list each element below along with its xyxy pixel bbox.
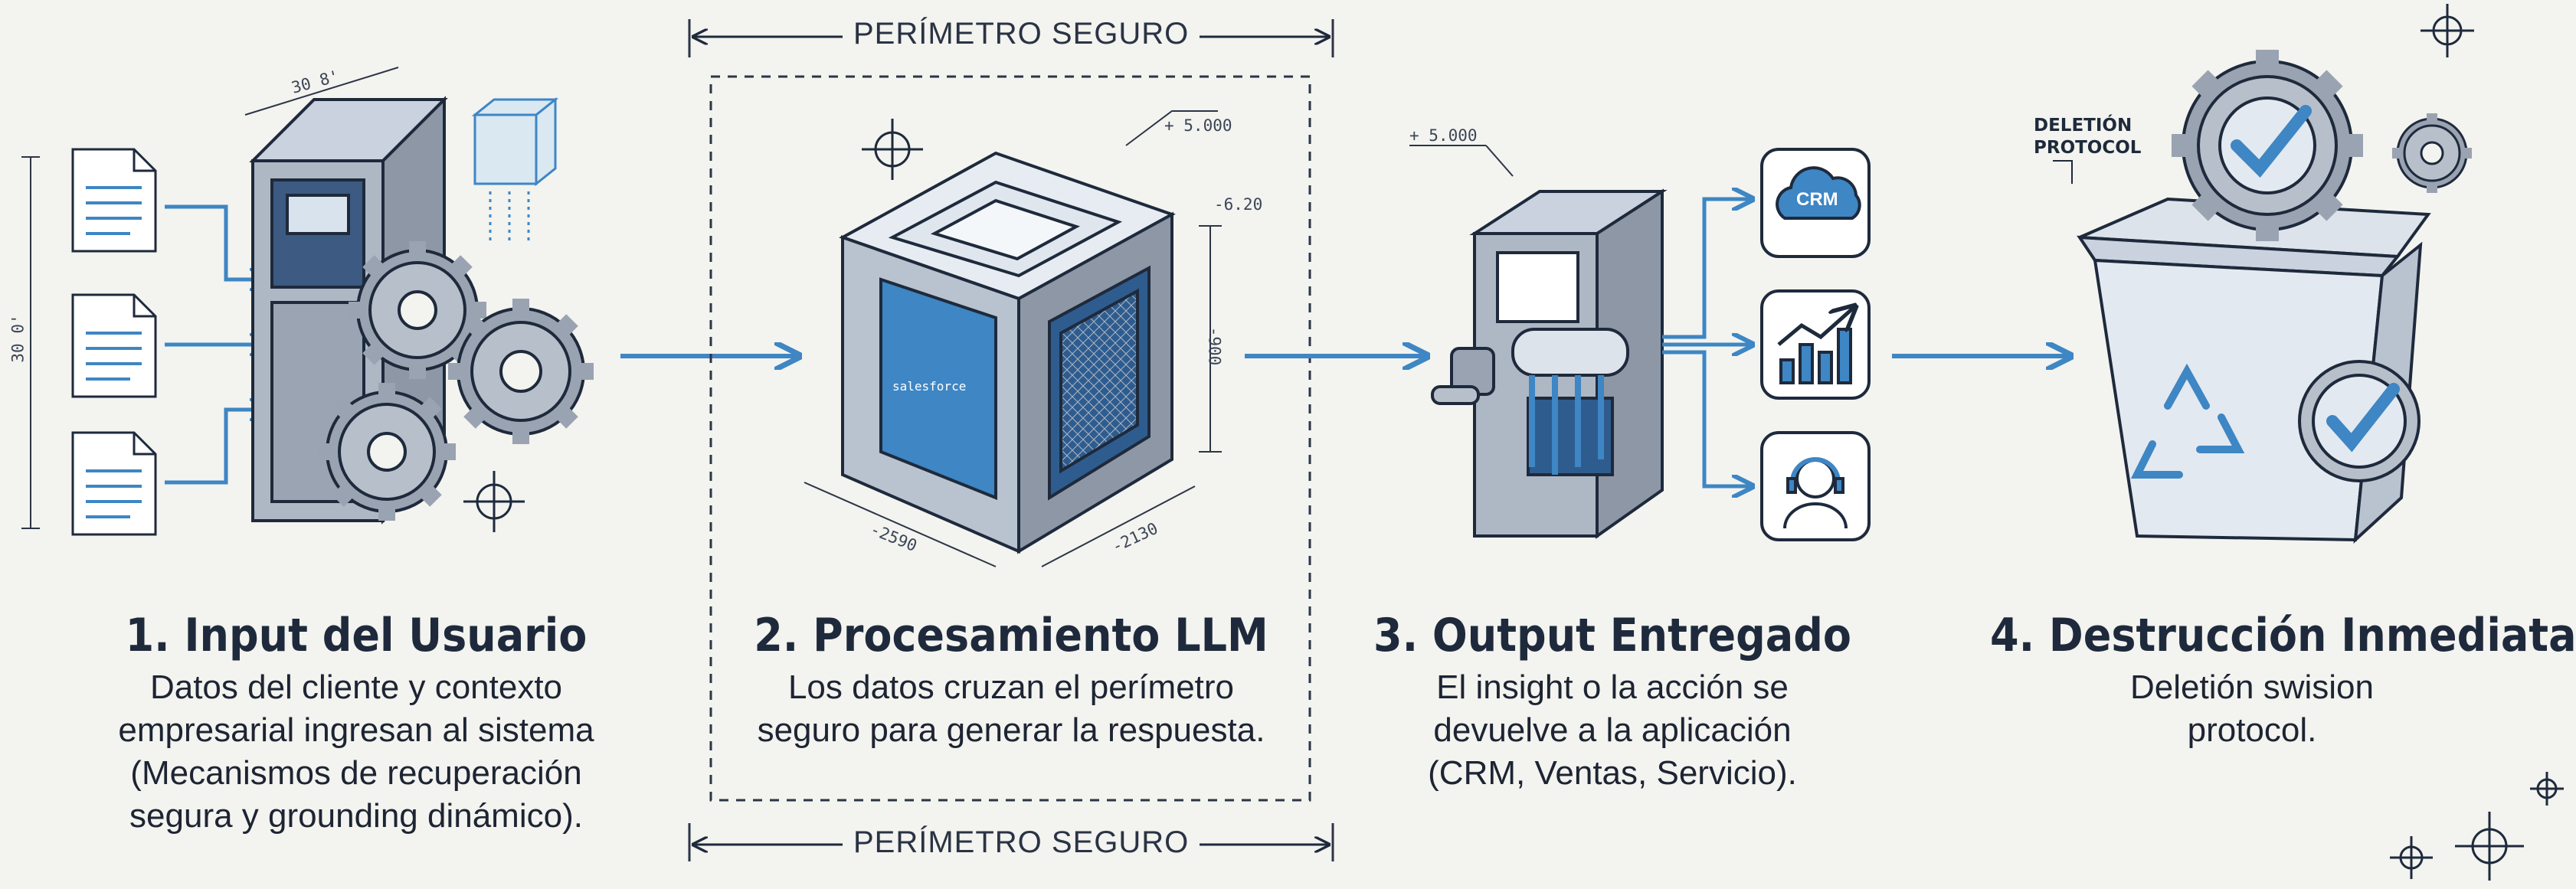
recycle-icon [2130,363,2245,479]
step3-output-arrows [1662,199,1750,486]
perimeter-label-top: PERÍMETRO SEGURO [843,17,1200,51]
step1-line: segura y grounding dinámico). [129,797,583,835]
crosshair-icon [2390,836,2433,879]
step3-line: El insight o la acción se [1436,668,1789,706]
checkmark-icon [2231,105,2312,178]
gear-icon [2172,50,2363,241]
step3-description: El insight o la acción se devuelve a la … [1321,666,1903,795]
document-icon [71,148,157,253]
crosshair-icon [862,119,923,180]
document-icon [71,431,157,536]
crosshair-icon [2455,812,2524,881]
step2-title: 2. Procesamiento LLM [754,609,1268,662]
crm-cloud-icon [1760,148,1871,258]
step4-line: Deletión swision [2130,668,2374,706]
step2-description: Los datos cruzan el perímetro seguro par… [720,666,1302,752]
gear-icon [2392,113,2472,193]
step1-line: (Mecanismos de recuperación [130,754,582,792]
deletion-protocol-tag: DELETIÓN PROTOCOL [2034,115,2141,159]
document-icon [71,293,157,398]
crosshair-icon [463,471,525,532]
step4-title: 4. Destrucción Inmediata [1990,609,2576,662]
step2-dimension-lines [804,110,1222,567]
step1-dim-left: 30 0' [8,314,28,363]
deletion-tag-line1: DELETIÓN [2034,116,2132,136]
step3-line: (CRM, Ventas, Servicio). [1428,754,1797,792]
step3-title: 3. Output Entregado [1373,609,1852,662]
step1-title: 1. Input del Usuario [125,609,588,662]
shredder-icon [1431,188,1668,539]
translucent-cube-icon [471,96,559,245]
step1-dimension-lines [21,67,399,529]
step3-line: devuelve a la aplicación [1433,711,1792,749]
crosshair-icon [2530,772,2564,806]
crm-label: CRM [1796,189,1838,210]
step2-line: seguro para generar la respuesta. [757,711,1265,749]
step3-dim-top: + 5.000 [1409,126,1478,145]
step1-line: empresarial ingresan al sistema [118,711,594,749]
cube-icon [839,151,1176,554]
cube-logo: salesforce [892,379,967,394]
step4-description: Deletión swision protocol. [1961,666,2543,752]
step1-description: Datos del cliente y contexto empresarial… [65,666,647,838]
gear-icon [318,383,456,521]
checkmark-icon [2298,360,2421,482]
gear-icon [349,241,486,379]
step1-illustration [21,67,594,536]
crosshair-icon [2421,4,2474,57]
step1-line: Datos del cliente y contexto [149,668,563,706]
gear-icon [448,299,594,444]
bar-chart-icon [1760,289,1871,400]
step2-dim-right: -900 [1205,326,1224,366]
step2-dim-top: + 5.000 [1164,116,1232,135]
perimeter-label-bottom: PERÍMETRO SEGURO [843,825,1200,860]
step2-dim-right-top: -6.20 [1214,195,1263,214]
step4-line: protocol. [2187,711,2317,749]
trash-bin-icon [2077,197,2431,544]
step2-line: Los datos cruzan el perímetro [787,668,1235,706]
headset-agent-icon [1760,431,1871,541]
deletion-tag-line2: PROTOCOL [2034,138,2142,158]
